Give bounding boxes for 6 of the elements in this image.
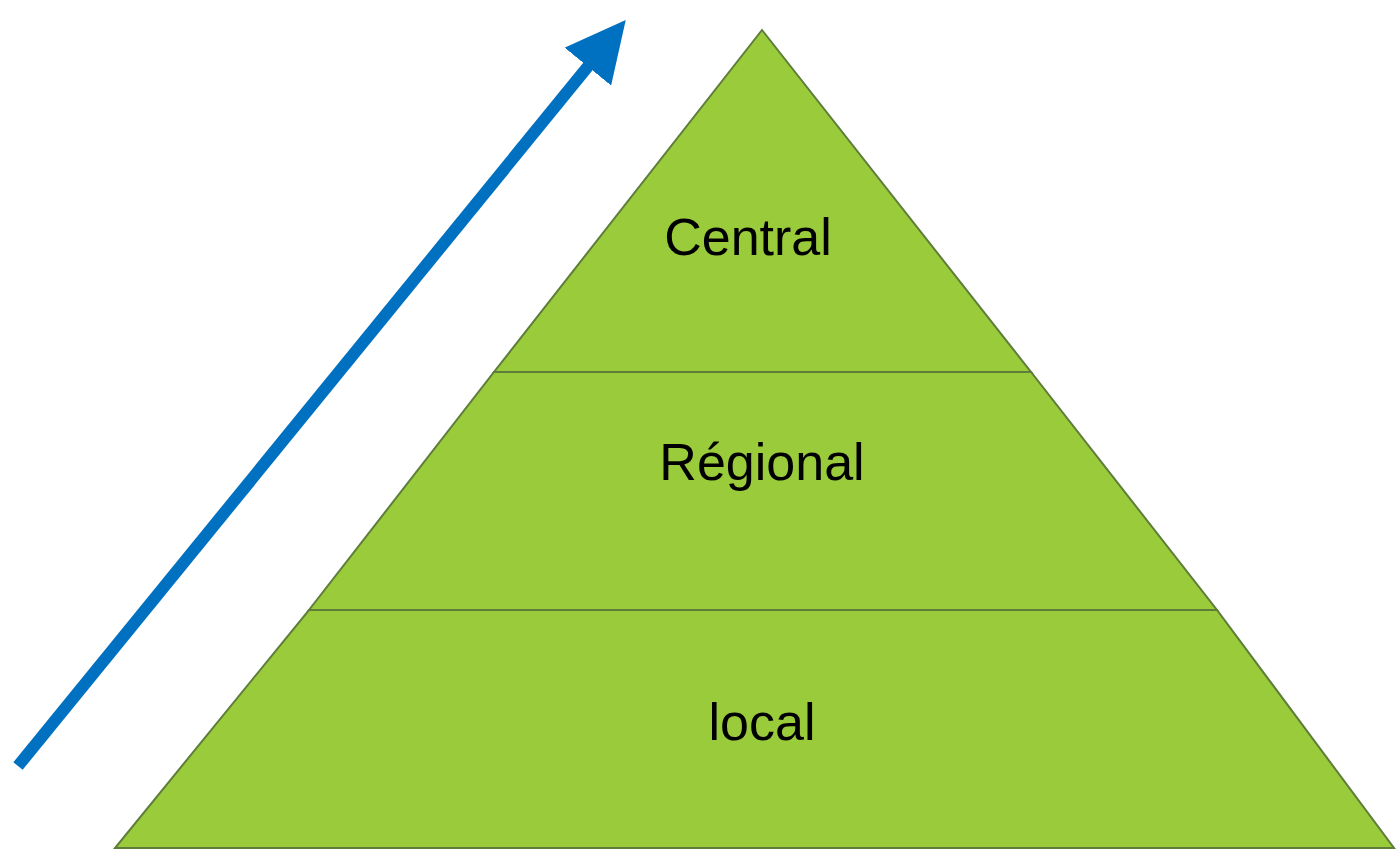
tier-label: Central xyxy=(664,207,832,267)
pyramid-tier xyxy=(115,610,1394,848)
tier-label: local xyxy=(708,692,816,752)
tier-label: Régional xyxy=(659,432,865,492)
pyramid-tier xyxy=(309,372,1217,610)
pyramid-tier xyxy=(494,30,1031,372)
